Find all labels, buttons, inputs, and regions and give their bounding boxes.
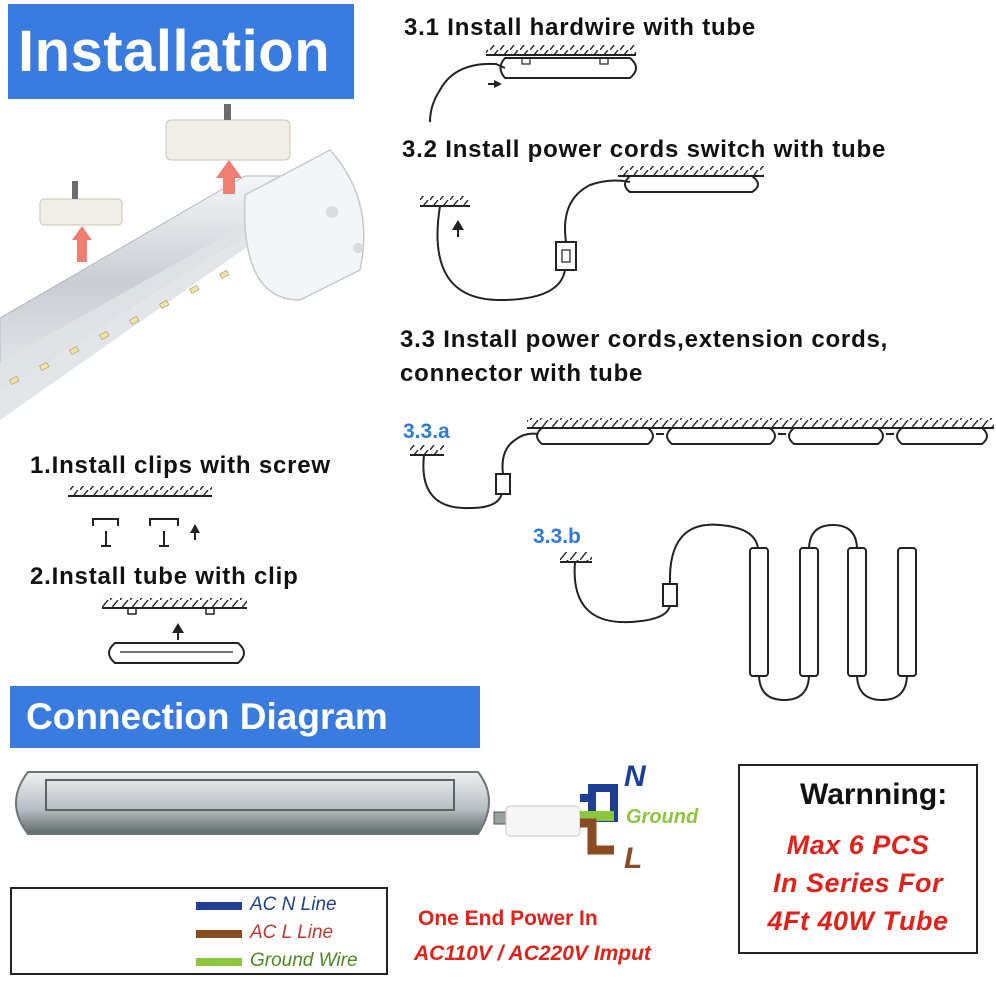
step33b-schematic <box>560 523 917 702</box>
step32-schematic <box>420 166 764 302</box>
step2-schematic <box>102 598 247 664</box>
wire-label-n: N <box>624 760 646 793</box>
wire-legend: AC N Line AC L Line Ground Wire <box>10 887 388 975</box>
step-2-label: 2.Install tube with clip <box>30 563 299 590</box>
legend-label-ground: Ground Wire <box>250 950 358 971</box>
tube-photo <box>0 104 365 420</box>
warning-line-1: Max 6 PCS <box>786 830 930 860</box>
legend-label-n: AC N Line <box>250 894 337 915</box>
power-in-label: One End Power In <box>418 907 598 930</box>
voltage-label: AC110V / AC220V Imput <box>414 942 651 965</box>
warning-line-3: 4Ft 40W Tube <box>767 906 949 936</box>
connection-tube <box>15 771 618 855</box>
wire-label-l: L <box>624 842 643 875</box>
warning-line-2: In Series For <box>772 868 944 898</box>
legend-swatch-l <box>196 930 242 938</box>
wire-label-ground: Ground <box>626 806 699 828</box>
step1-schematic <box>68 486 212 547</box>
step-3-3-label-line1: 3.3 Install power cords,extension cords, <box>400 326 889 353</box>
step-3-3-label-line2: connector with tube <box>400 360 644 387</box>
connection-title: Connection Diagram <box>26 696 388 737</box>
legend-swatch-n <box>196 902 242 910</box>
step33a-schematic <box>410 418 994 510</box>
legend-swatch-ground <box>196 958 242 966</box>
step31-schematic <box>429 45 637 123</box>
step-3-3-b-label: 3.3.b <box>533 525 581 548</box>
legend-label-l: AC L Line <box>250 922 334 943</box>
connection-banner: Connection Diagram <box>10 686 480 748</box>
step-3-3-a-label: 3.3.a <box>403 420 450 443</box>
step-3-2-label: 3.2 Install power cords switch with tube <box>402 136 887 163</box>
warning-title: Warnning: <box>800 778 948 811</box>
warning-box: Warnning: Max 6 PCS In Series For 4Ft 40… <box>738 764 978 954</box>
installation-banner: Installation <box>8 4 354 99</box>
installation-title: Installation <box>18 19 331 84</box>
step-3-1-label: 3.1 Install hardwire with tube <box>404 14 757 41</box>
step-1-label: 1.Install clips with screw <box>30 452 331 479</box>
